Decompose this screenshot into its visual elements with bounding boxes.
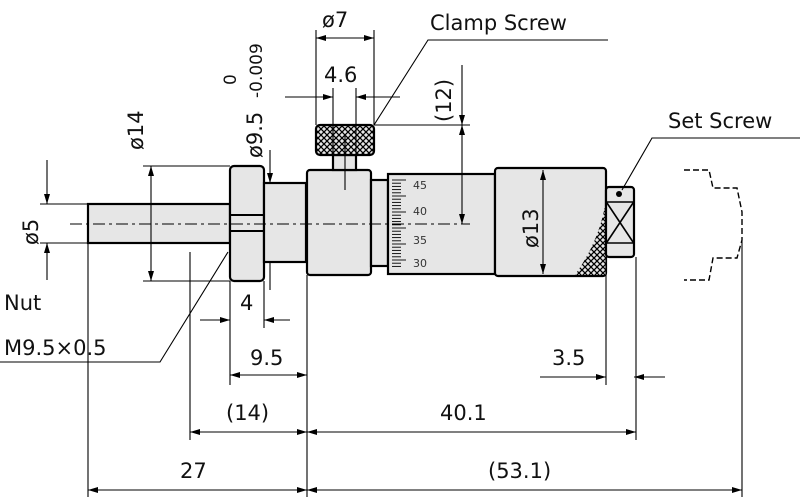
thimble-graduations (392, 179, 406, 267)
dim-3-5: 3.5 (552, 346, 585, 370)
dim-12: (12) (432, 79, 456, 122)
dim-4-6: 4.6 (324, 63, 357, 87)
scale-30: 30 (413, 257, 427, 270)
set-screw-dot (616, 191, 622, 197)
leader-nut (0, 251, 229, 363)
dim-d9-5: ø9.5 (243, 112, 267, 158)
sleeve (369, 178, 390, 268)
label-nut: Nut (4, 291, 41, 315)
dim-d13: ø13 (519, 208, 543, 248)
label-clamp-screw: Clamp Screw (430, 11, 567, 35)
dim-d5: ø5 (19, 219, 43, 245)
label-nut-spec: M9.5×0.5 (4, 336, 107, 360)
scale-45: 45 (413, 179, 427, 192)
dim-9-5: 9.5 (250, 346, 283, 370)
dim-d7: ø7 (322, 8, 348, 32)
scale-35: 35 (413, 234, 427, 247)
dim-4: 4 (240, 291, 253, 315)
phantom-outline (684, 169, 743, 281)
dim-40-1: 40.1 (440, 401, 487, 425)
dim-d9-5-tol-lower: -0.009 (247, 43, 267, 98)
dim-53-1: (53.1) (488, 459, 551, 483)
label-set-screw: Set Screw (668, 109, 772, 133)
dim-d14: ø14 (124, 110, 148, 150)
leader-clamp-screw (373, 39, 608, 126)
dim-27: 27 (180, 459, 207, 483)
scale-40: 40 (413, 205, 427, 218)
threaded-sleeve (262, 181, 308, 264)
dim-d9-5-tol-upper: 0 (221, 74, 241, 85)
leader-set-screw (621, 137, 800, 191)
thimble-knurl (575, 200, 606, 275)
clamp-body (305, 168, 373, 277)
dim-14: (14) (226, 401, 269, 425)
